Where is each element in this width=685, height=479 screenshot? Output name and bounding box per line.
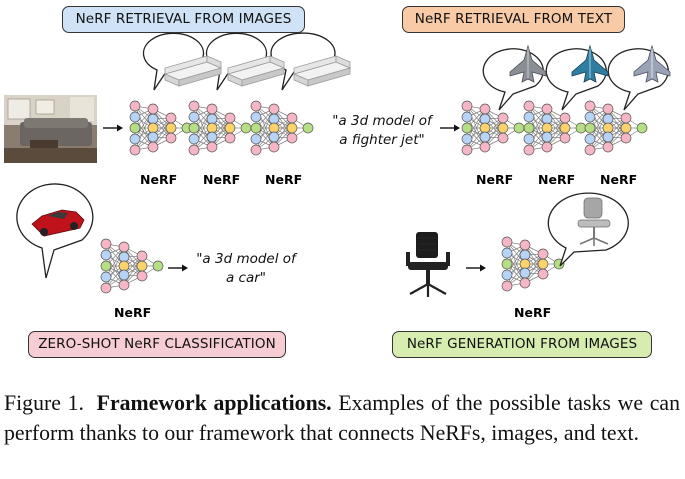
task-tag-retrieval-text: NeRF RETRIEVAL FROM TEXT [402, 6, 625, 33]
speech-bubble [482, 48, 669, 111]
speech-bubble [547, 192, 629, 267]
nerf-label: NeRF [476, 172, 514, 187]
jet-render [571, 44, 609, 83]
nerf-network-icon [584, 100, 648, 156]
arrow-icon [465, 263, 487, 273]
arrow-icon [102, 123, 124, 133]
task-tag-zero-shot: ZERO-SHOT NeRF CLASSIFICATION [28, 331, 286, 358]
text-prompt-line: "a 3d model of [196, 251, 296, 267]
text-prompt-fighter-jet: "a 3d model of a fighter jet" [326, 112, 438, 150]
arrow-icon [167, 263, 189, 273]
text-prompt-line: a car" [225, 270, 267, 286]
nerf-network-icon [461, 100, 525, 156]
nerf-network-icon [501, 236, 565, 292]
text-prompt-line: a fighter jet" [339, 132, 425, 148]
car-render [31, 209, 85, 237]
nerf-label: NeRF [265, 172, 303, 187]
figure-caption: Figure 1. Framework applications. Exampl… [4, 388, 680, 448]
text-prompt-car: "a 3d model of a car" [190, 250, 302, 288]
nerf-label: NeRF [203, 172, 241, 187]
nerf-network-icon [100, 238, 164, 294]
caption-body: Examples of the possible tasks we can pe… [4, 391, 680, 445]
nerf-network-icon [523, 100, 587, 156]
nerf-label: NeRF [514, 305, 552, 320]
task-tag-retrieval-images: NeRF RETRIEVAL FROM IMAGES [62, 6, 305, 33]
nerf-label: NeRF [600, 172, 638, 187]
nerf-network-icon [250, 100, 314, 156]
figure-canvas [4, 32, 671, 297]
caption-label: Figure 1. [4, 391, 84, 415]
arrow-icon [439, 123, 461, 133]
caption-title: Framework applications. [96, 391, 332, 415]
nerf-network-icon [129, 100, 193, 156]
nerf-label: NeRF [140, 172, 178, 187]
task-tag-generation: NeRF GENERATION FROM IMAGES [392, 331, 652, 358]
jet-render [633, 44, 671, 83]
nerf-network-icon [188, 100, 252, 156]
text-prompt-line: "a 3d model of [332, 113, 432, 129]
chair-render [577, 197, 611, 246]
room-photo [4, 95, 97, 163]
nerf-label: NeRF [538, 172, 576, 187]
nerf-label: NeRF [114, 305, 152, 320]
chair-photo [406, 232, 450, 297]
